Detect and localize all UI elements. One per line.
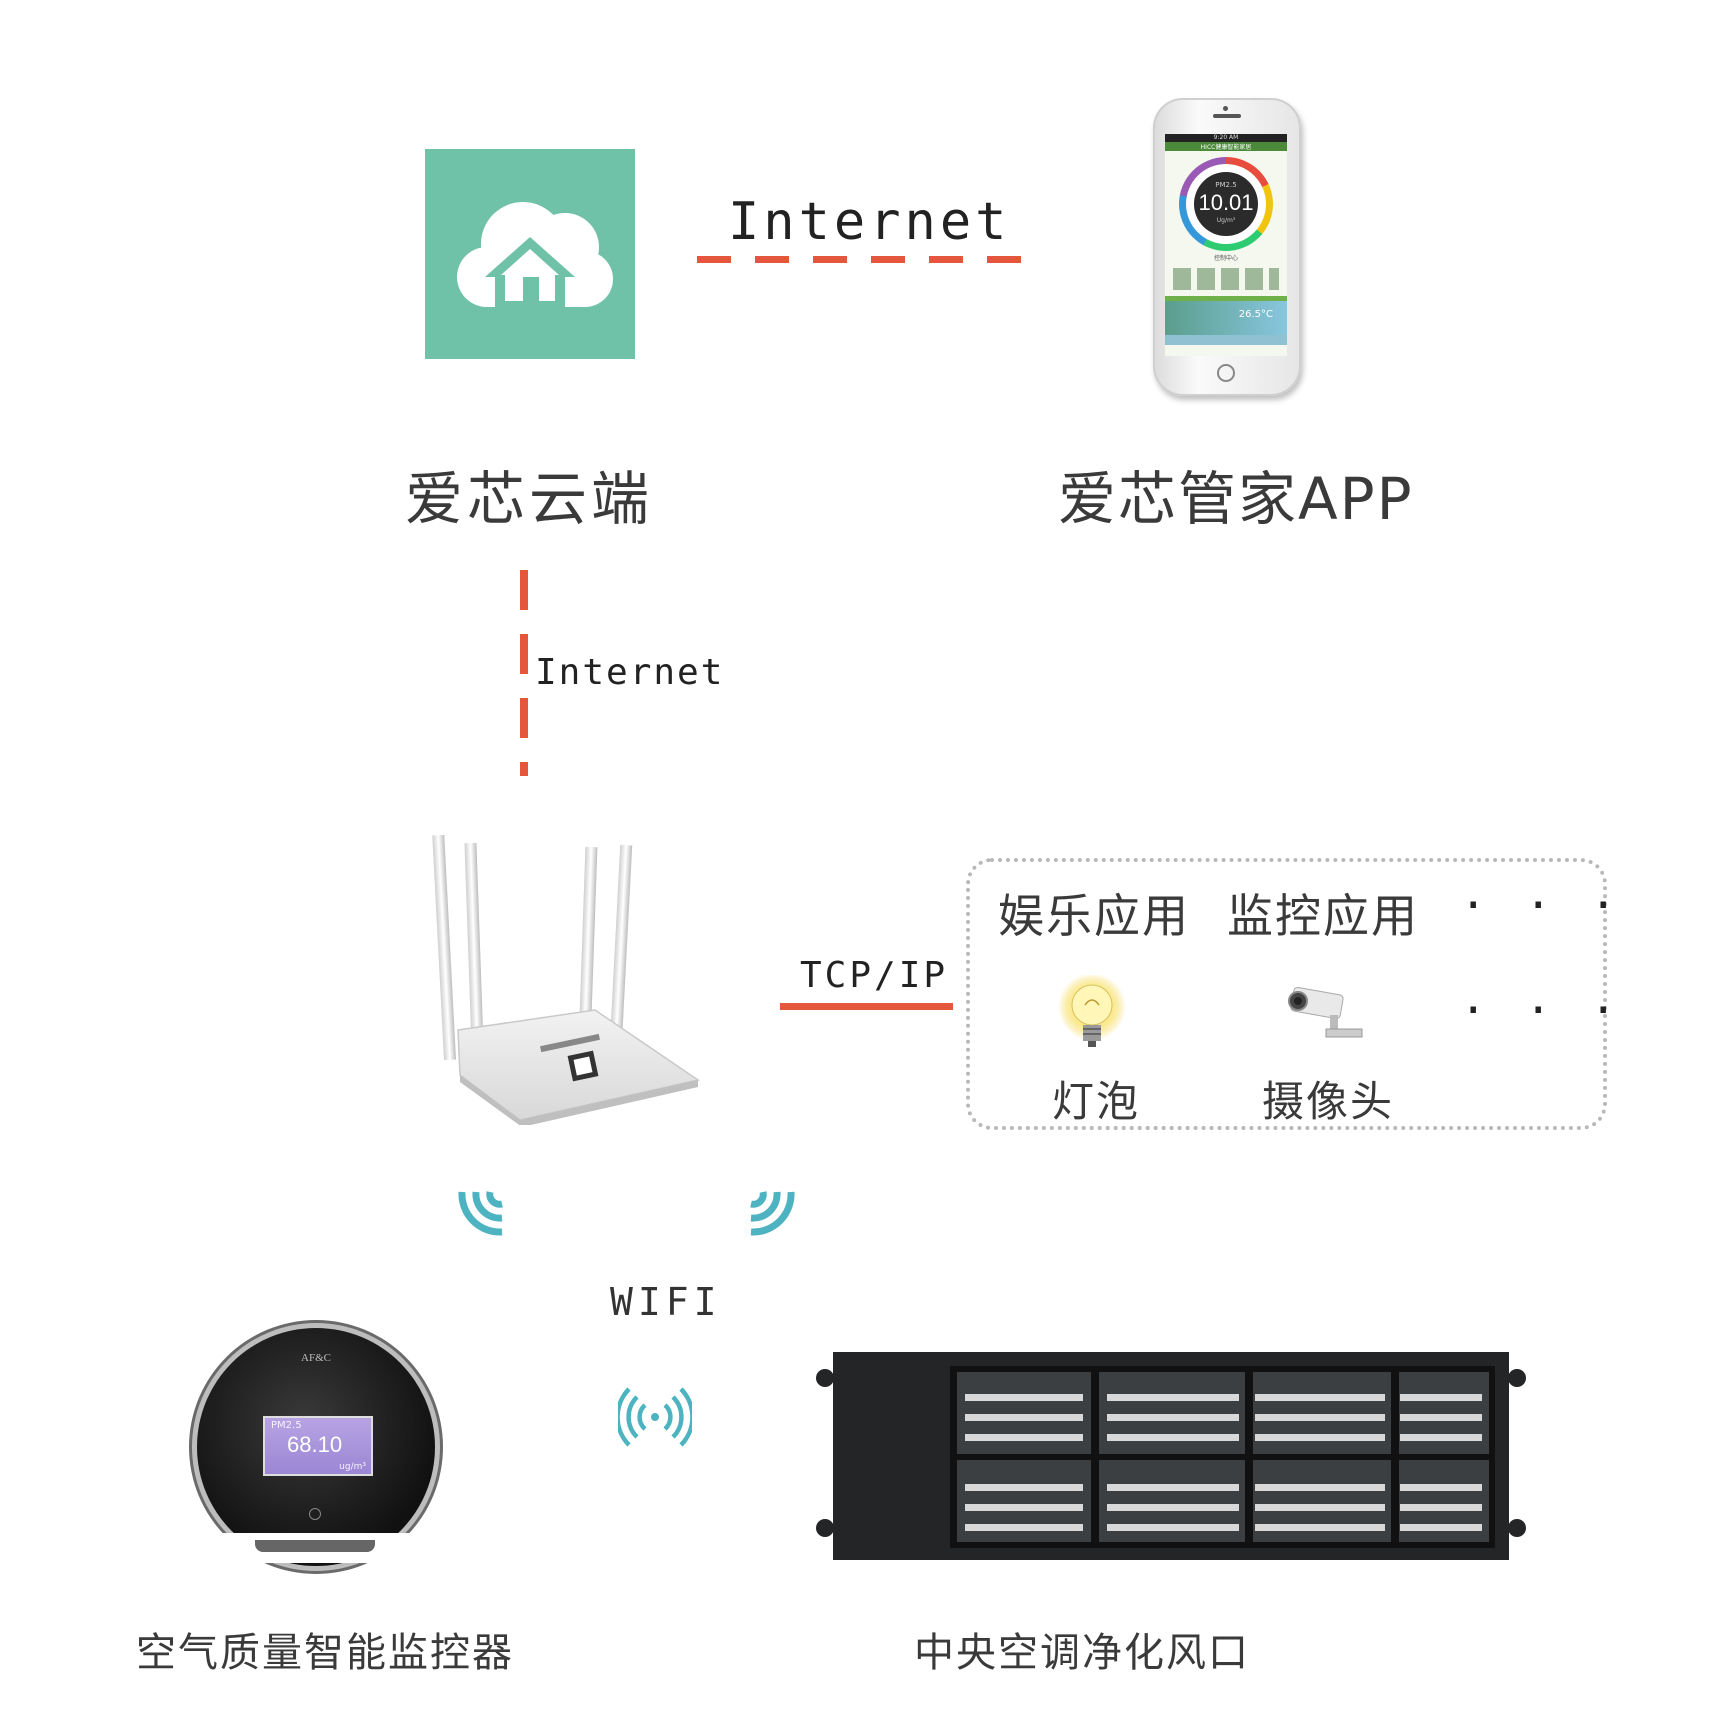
category-entertainment: 娱乐应用 <box>998 889 1190 943</box>
gauge-metric: PM2.5 <box>1215 181 1237 189</box>
phone-app-image: 9:20 AM HICC健康智能家居 PM2.5 10.01 Ug/m³ 控制中… <box>1153 98 1301 396</box>
wifi-label: WIFI <box>610 1280 722 1324</box>
cloud-home-icon <box>425 149 635 359</box>
tcpip-link <box>780 1003 953 1010</box>
devices-more: · · · <box>1460 985 1623 1036</box>
monitor-unit: ug/m³ <box>339 1462 366 1472</box>
monitor-metric: PM2.5 <box>271 1420 302 1431</box>
gauge-value: 10.01 <box>1198 190 1254 215</box>
phone-app-title: HICC健康智能家居 <box>1165 142 1287 151</box>
cloud-label: 爱芯云端 <box>405 465 654 533</box>
weather-temp: 26.5°C <box>1238 309 1273 320</box>
monitor-value: 68.10 <box>287 1432 343 1457</box>
internet-link-vertical <box>520 570 528 776</box>
gauge-unit: Ug/m³ <box>1216 217 1236 224</box>
monitor-label: 空气质量智能监控器 <box>136 1630 514 1676</box>
device-camera-label: 摄像头 <box>1262 1077 1395 1126</box>
sensor-readings <box>1173 268 1279 290</box>
monitor-brand: AF&C <box>301 1352 331 1364</box>
wireless-broadcast-icon <box>615 1380 695 1454</box>
applications-box <box>966 858 1607 1130</box>
ac-vent-image <box>815 1352 1527 1562</box>
home-button-icon <box>1217 364 1235 382</box>
weather-panel: 26.5°C <box>1165 301 1287 335</box>
power-icon <box>309 1508 321 1520</box>
internet-link-top <box>697 256 1021 263</box>
tcpip-label: TCP/IP <box>800 955 949 996</box>
app-label: 爱芯管家APP <box>1058 465 1414 533</box>
wifi-signal-left-icon <box>448 1170 518 1240</box>
category-monitoring: 监控应用 <box>1227 889 1419 943</box>
device-bulb-label: 灯泡 <box>1052 1077 1141 1126</box>
internet-label-vertical: Internet <box>535 652 725 693</box>
internet-label-top: Internet <box>728 192 1011 252</box>
router-image <box>430 834 710 1127</box>
air-monitor-image: AF&C PM2.5 68.10 ug/m³ <box>191 1328 441 1566</box>
control-center-label: 控制中心 <box>1213 255 1238 262</box>
monitor-display: PM2.5 68.10 ug/m³ <box>263 1416 373 1476</box>
gauge: PM2.5 10.01 Ug/m³ <box>1179 157 1273 251</box>
wifi-signal-right-icon <box>735 1170 805 1240</box>
light-bulb-icon <box>1057 973 1127 1060</box>
camera-icon <box>1282 985 1367 1045</box>
vent-label: 中央空调净化风口 <box>914 1630 1250 1676</box>
phone-screen: 9:20 AM HICC健康智能家居 PM2.5 10.01 Ug/m³ 控制中… <box>1165 134 1287 356</box>
category-more: · · · <box>1460 880 1623 931</box>
phone-status-bar: 9:20 AM <box>1165 134 1287 142</box>
